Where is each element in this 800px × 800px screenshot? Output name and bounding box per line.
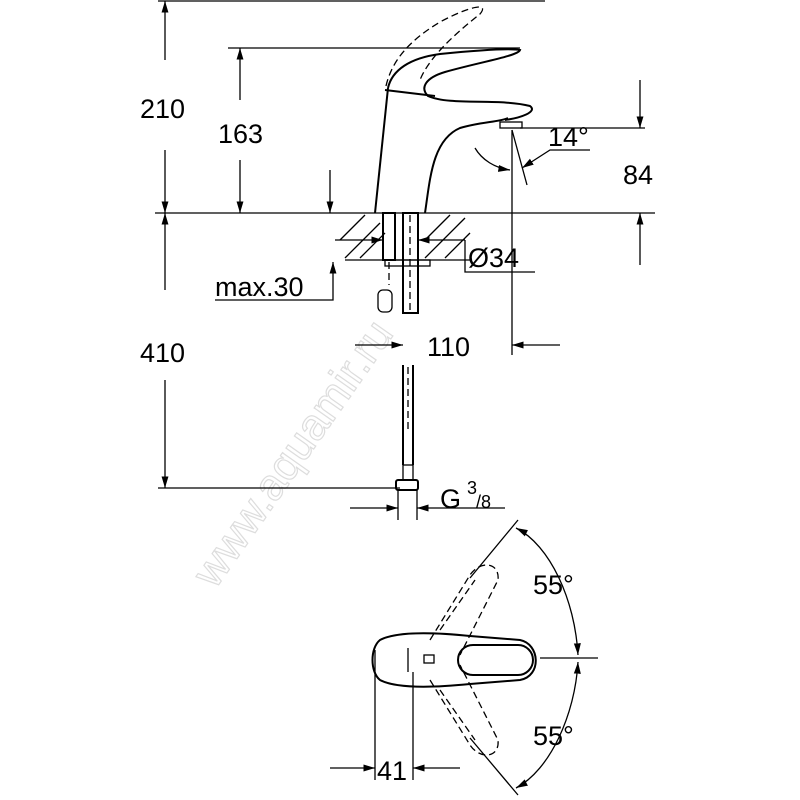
faucet-plan-view [330, 519, 598, 796]
dim-below-deck: 410 [140, 338, 185, 368]
reference-lines [155, 0, 655, 489]
deck-section [339, 212, 471, 520]
dim-connection-denominator: /8 [476, 492, 491, 512]
dim-projection: 110 [427, 332, 470, 362]
dim-connection-numerator: 3 [467, 478, 477, 498]
dim-lever-angle-up: 55° [533, 570, 574, 600]
dim-connection-g: G [440, 484, 461, 514]
faucet-side-view [374, 6, 590, 355]
dim-lever-angle-down: 55° [533, 721, 574, 751]
watermark: www.aquamir.ru [182, 311, 402, 596]
dimension-lines [161, 1, 644, 512]
dim-max-deck: max.30 [215, 272, 304, 302]
dim-spout-height: 84 [623, 160, 653, 190]
dim-hole-diameter: Ø34 [468, 243, 519, 273]
dim-plan-width: 41 [377, 756, 407, 786]
dim-spout-angle: 14° [548, 122, 589, 152]
dim-lever-height: 163 [218, 119, 263, 149]
dim-total-height: 210 [140, 94, 185, 124]
